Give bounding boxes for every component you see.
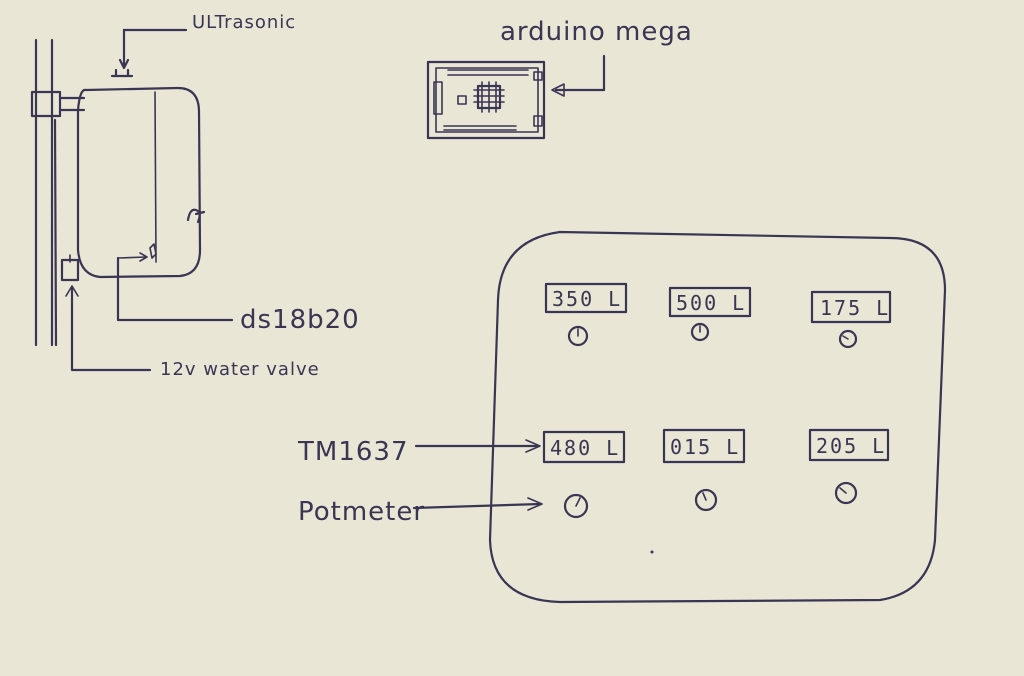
potmeter-label: Potmeter: [298, 497, 425, 527]
display-6-value: 205 L: [816, 434, 886, 458]
display-3: 175 L: [810, 290, 892, 324]
arduino-pointer: [551, 54, 606, 97]
potmeter-1: [567, 325, 589, 347]
display-2-value: 500 L: [676, 291, 746, 315]
display-3-value: 175 L: [820, 296, 890, 320]
ultrasonic-label: ULTrasonic: [192, 12, 296, 33]
potmeter-2: [690, 322, 710, 342]
display-1-value: 350 L: [552, 287, 622, 311]
ds18b20-label: ds18b20: [240, 305, 360, 335]
valve-label: 12v water valve: [160, 359, 320, 380]
ultrasonic-sensor: [110, 28, 188, 78]
arduino-label: arduino mega: [500, 17, 693, 47]
ink-dot: [650, 550, 654, 554]
potmeter-3: [838, 329, 858, 349]
display-5-value: 015 L: [670, 435, 740, 459]
sensor-pointer: [116, 252, 234, 322]
water-tank: [60, 86, 206, 282]
display-1: 350 L: [544, 282, 628, 314]
potmeter-4: [563, 493, 589, 519]
potmeter-6: [834, 481, 858, 505]
display-4-value: 480 L: [550, 436, 620, 460]
control-panel-enclosure: [488, 230, 947, 604]
potmeter-arrow: [412, 497, 543, 511]
tm1637-arrow: [414, 439, 541, 453]
arduino-board: [426, 60, 546, 140]
display-4: 480 L: [542, 430, 626, 464]
display-6: 205 L: [808, 428, 890, 462]
valve-pointer: [65, 285, 152, 372]
wall-pipe: [30, 38, 86, 347]
display-5: 015 L: [662, 428, 746, 464]
display-2: 500 L: [668, 286, 752, 318]
potmeter-5: [694, 488, 718, 512]
tm1637-label: TM1637: [297, 437, 408, 467]
